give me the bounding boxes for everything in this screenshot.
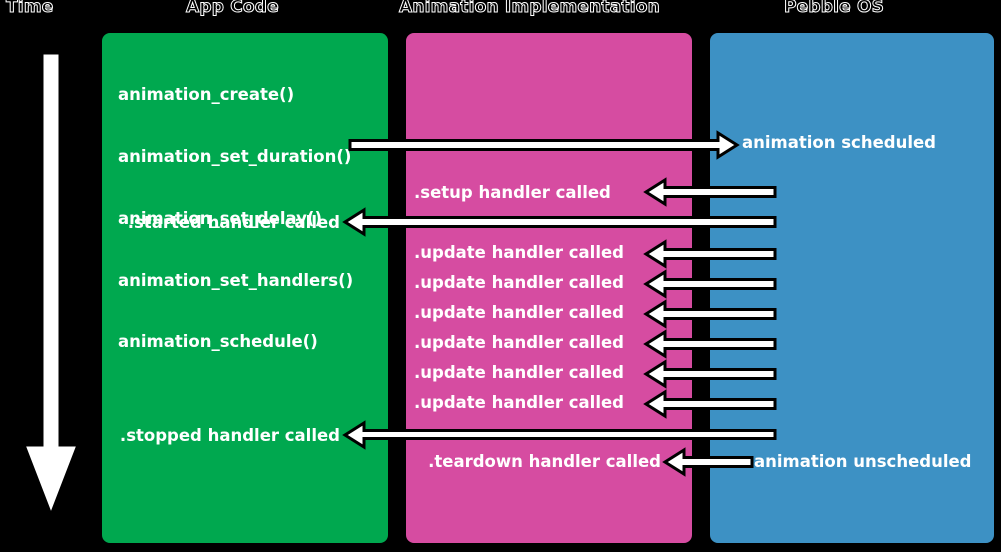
label-stopped-handler-called: .stopped handler called [119, 426, 340, 445]
label-update-handler-called-6: .update handler called [414, 393, 624, 412]
column-header-time: Time [5, 0, 54, 18]
app-call-animation-create: animation_create() [118, 85, 295, 105]
label-update-handler-called-2: .update handler called [414, 273, 624, 292]
app-call-animation-set-duration: animation_set_duration() [118, 146, 352, 166]
app-call-animation-schedule: animation_schedule() [118, 332, 318, 352]
lane-app-code [100, 31, 390, 545]
label-animation-scheduled: animation scheduled [742, 133, 936, 152]
label-update-handler-called-5: .update handler called [414, 363, 624, 382]
app-call-animation-set-delay: animation_set_delay() [118, 208, 323, 228]
time-arrow-icon [21, 51, 81, 520]
label-teardown-handler-called: .teardown handler called [428, 452, 661, 471]
app-call-animation-set-handlers: animation_set_handlers() [118, 270, 354, 290]
label-setup-handler-called: .setup handler called [414, 183, 611, 202]
column-header-animation-implementation: Animation Implementation [399, 0, 661, 18]
app-code-call-list: animation_create() animation_set_duratio… [118, 44, 353, 394]
column-header-pebble-os: Pebble OS [783, 0, 885, 18]
label-update-handler-called-1: .update handler called [414, 243, 624, 262]
column-header-app-code: App Code [186, 0, 280, 18]
label-started-handler-called: .started handler called [127, 213, 340, 232]
label-update-handler-called-4: .update handler called [414, 333, 624, 352]
label-animation-unscheduled: animation unscheduled [754, 452, 972, 471]
label-update-handler-called-3: .update handler called [414, 303, 624, 322]
